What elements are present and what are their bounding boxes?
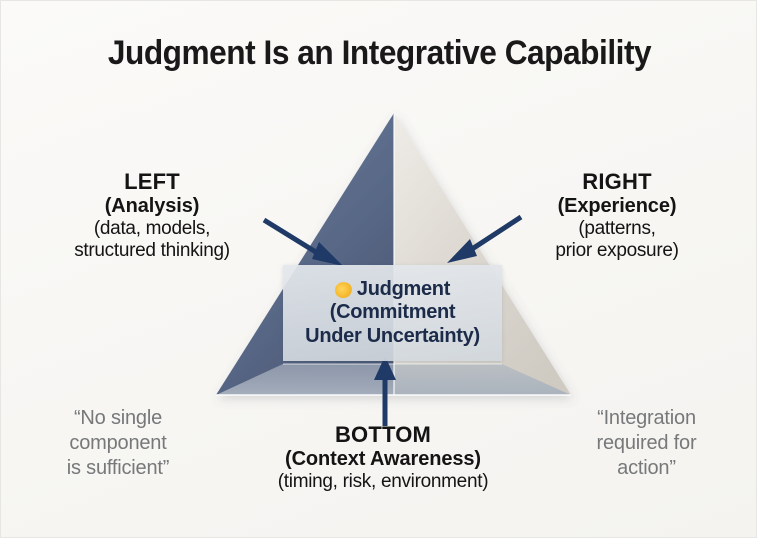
pyramid-base-band-left xyxy=(216,364,394,395)
page-title: Judgment Is an Integrative Capability xyxy=(107,34,652,72)
quote-left-line-3: is sufficient” xyxy=(66,457,170,480)
quote-left-line-1: “No single xyxy=(73,407,163,429)
star-icon xyxy=(333,280,354,300)
quote-right-line-1: “Integration xyxy=(597,407,696,429)
label-right-heading: RIGHT xyxy=(582,169,652,194)
label-left-detail-2: structured thinking) xyxy=(74,239,230,261)
quote-right: “Integration required for action” xyxy=(549,406,744,482)
center-line-3: Under Uncertainty) xyxy=(305,324,480,347)
label-left-heading: LEFT xyxy=(124,169,180,194)
arrow-left xyxy=(262,217,343,266)
center-judgment-panel: Judgment (Commitment Under Uncertainty) xyxy=(283,265,502,361)
label-right: RIGHT (Experience) (patterns, prior expo… xyxy=(493,169,741,262)
quote-right-line-2: required for xyxy=(596,432,697,455)
label-bottom-detail-1: (timing, risk, environment) xyxy=(277,470,489,492)
quote-left-line-2: component xyxy=(69,432,167,455)
label-right-subheading: (Experience) xyxy=(557,194,677,217)
arrow-right xyxy=(447,214,523,263)
label-right-detail-2: prior exposure) xyxy=(555,239,679,261)
quote-right-line-3: action” xyxy=(617,457,676,480)
label-bottom-heading: BOTTOM xyxy=(334,422,432,447)
center-line-1: Judgment xyxy=(333,278,451,301)
center-line-2: (Commitment xyxy=(329,301,456,324)
label-left-detail-1: (data, models, xyxy=(93,217,211,239)
center-judgment-label: Judgment xyxy=(356,278,451,301)
quote-left: “No single component is sufficient” xyxy=(23,406,213,482)
pyramid-base-band-right xyxy=(394,364,571,395)
label-bottom-subheading: (Context Awareness) xyxy=(285,447,481,470)
label-left-subheading: (Analysis) xyxy=(104,194,200,217)
label-bottom: BOTTOM (Context Awareness) (timing, risk… xyxy=(233,422,533,493)
label-left: LEFT (Analysis) (data, models, structure… xyxy=(25,169,279,262)
arrow-bottom xyxy=(374,356,396,426)
label-right-detail-1: (patterns, xyxy=(578,217,656,239)
